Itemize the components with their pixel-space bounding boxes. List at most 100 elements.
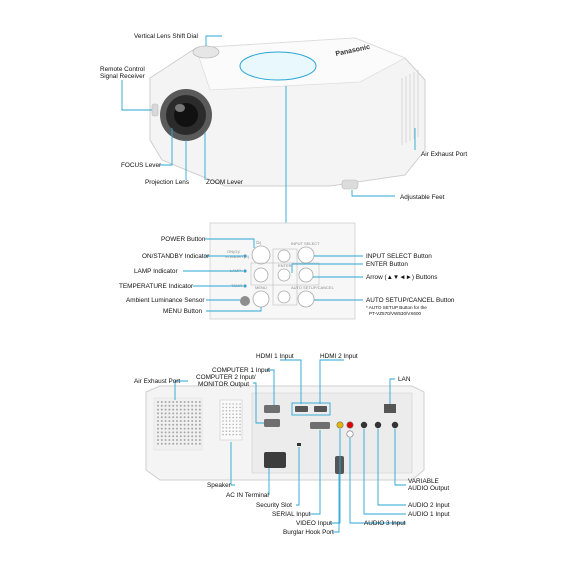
label-input-select-button: INPUT SELECT Button bbox=[366, 253, 432, 260]
grille-hole bbox=[179, 435, 182, 438]
grille-hole bbox=[235, 413, 238, 416]
remote-receiver-icon bbox=[151, 103, 159, 117]
ac-in-port-icon bbox=[264, 452, 286, 468]
grille-hole bbox=[198, 423, 201, 426]
grille-hole bbox=[239, 423, 241, 426]
grille-hole bbox=[172, 404, 175, 407]
grille-hole bbox=[176, 439, 178, 441]
grille-hole bbox=[168, 439, 171, 441]
panel-leader-lines bbox=[183, 238, 363, 312]
grille-hole bbox=[172, 427, 175, 430]
grille-hole bbox=[225, 413, 228, 416]
grille-hole bbox=[191, 439, 194, 441]
top-leader-lines bbox=[121, 35, 416, 223]
grille-hole bbox=[183, 435, 186, 438]
grille-hole bbox=[198, 412, 201, 415]
label-auto-setup-note-2: PT-VZ570/VW530/VX600 bbox=[369, 311, 422, 316]
grille-hole bbox=[225, 427, 228, 429]
grille-hole bbox=[168, 420, 171, 422]
grille-hole bbox=[198, 420, 201, 422]
grille-hole bbox=[225, 420, 228, 422]
grille-hole bbox=[239, 413, 241, 416]
grille-hole bbox=[183, 442, 186, 445]
grille-hole bbox=[191, 423, 194, 426]
label-enter-button: ENTER Button bbox=[366, 261, 408, 268]
grille-hole bbox=[235, 433, 238, 436]
grille-hole bbox=[164, 427, 167, 430]
grille-hole bbox=[222, 403, 224, 405]
grille-hole bbox=[176, 435, 178, 438]
grille-hole bbox=[160, 442, 163, 445]
grille-hole bbox=[195, 416, 197, 419]
label-air-exhaust-port-top: Air Exhaust Port bbox=[421, 151, 467, 158]
grille-hole bbox=[191, 427, 194, 430]
arrow-up-button-icon bbox=[277, 249, 291, 263]
grille-hole bbox=[179, 404, 182, 407]
grille-hole bbox=[239, 430, 241, 433]
label-computer1-input: COMPUTER 1 Input bbox=[212, 367, 270, 374]
label-remote-control-2: Signal Receiver bbox=[100, 73, 146, 80]
label-remote-control-1: Remote Control bbox=[100, 66, 145, 73]
grille-hole bbox=[187, 416, 190, 419]
grille-hole bbox=[179, 427, 182, 430]
grille-hole bbox=[225, 423, 228, 426]
grille-hole bbox=[160, 420, 163, 422]
grille-hole bbox=[198, 416, 201, 419]
grille-hole bbox=[235, 403, 238, 405]
grille-hole bbox=[229, 420, 231, 422]
label-computer2-2: MONITOR Output bbox=[198, 381, 249, 388]
grille-hole bbox=[232, 430, 234, 433]
grille-hole bbox=[187, 412, 190, 415]
grille-hole bbox=[179, 416, 182, 419]
grille-hole bbox=[225, 403, 228, 405]
grille-hole bbox=[172, 408, 175, 411]
grille-hole bbox=[232, 416, 234, 419]
grille-hole bbox=[191, 420, 194, 422]
grille-hole bbox=[176, 408, 178, 411]
grille-hole bbox=[187, 408, 190, 411]
panel-menu: MENU bbox=[255, 285, 267, 290]
hdmi2-port-icon bbox=[314, 406, 327, 412]
grille-hole bbox=[225, 416, 228, 419]
grille-hole bbox=[172, 442, 175, 445]
grille-hole bbox=[191, 408, 194, 411]
arrow-right-button-icon bbox=[298, 267, 314, 283]
grille-hole bbox=[168, 416, 171, 419]
lens-shift-dial-icon bbox=[192, 45, 220, 59]
projection-lens-icon bbox=[160, 89, 212, 141]
grille-hole bbox=[229, 406, 231, 409]
grille-hole bbox=[225, 410, 228, 412]
grille-hole bbox=[172, 423, 175, 426]
computer2-port-icon bbox=[264, 419, 280, 427]
hdmi1-port-icon bbox=[295, 406, 308, 412]
grille-hole bbox=[232, 403, 234, 405]
grille-hole bbox=[239, 433, 241, 436]
grille-hole bbox=[195, 401, 197, 403]
grille-hole bbox=[172, 420, 175, 422]
panel-auto-setup: AUTO SETUP/CANCEL bbox=[291, 285, 335, 290]
label-burglar-hook-port: Burglar Hook Port bbox=[283, 529, 334, 536]
grille-hole bbox=[239, 403, 241, 405]
label-variable-audio-1: VARIABLE bbox=[408, 478, 439, 485]
grille-hole bbox=[229, 403, 231, 405]
audio2-port-icon bbox=[374, 421, 382, 429]
lan-port-icon bbox=[384, 404, 396, 413]
grille-hole bbox=[195, 408, 197, 411]
label-serial-input: SERIAL Input bbox=[272, 511, 311, 518]
grille-hole bbox=[176, 420, 178, 422]
grille-hole bbox=[168, 442, 171, 445]
grille-hole bbox=[183, 416, 186, 419]
grille-hole bbox=[187, 404, 190, 407]
label-on-standby-indicator: ON/STANDBY Indicator bbox=[142, 253, 210, 260]
burglar-hook-icon bbox=[335, 456, 344, 474]
arrow-left-button-icon bbox=[253, 267, 269, 283]
grille-hole bbox=[195, 427, 197, 430]
label-audio2-input: AUDIO 2 Input bbox=[408, 502, 450, 509]
grille-hole bbox=[176, 423, 178, 426]
grille-hole bbox=[187, 420, 190, 422]
grille-hole bbox=[195, 435, 197, 438]
grille-hole bbox=[229, 410, 231, 412]
grille-hole bbox=[157, 420, 159, 422]
grille-hole bbox=[198, 401, 201, 403]
grille-hole bbox=[225, 430, 228, 433]
